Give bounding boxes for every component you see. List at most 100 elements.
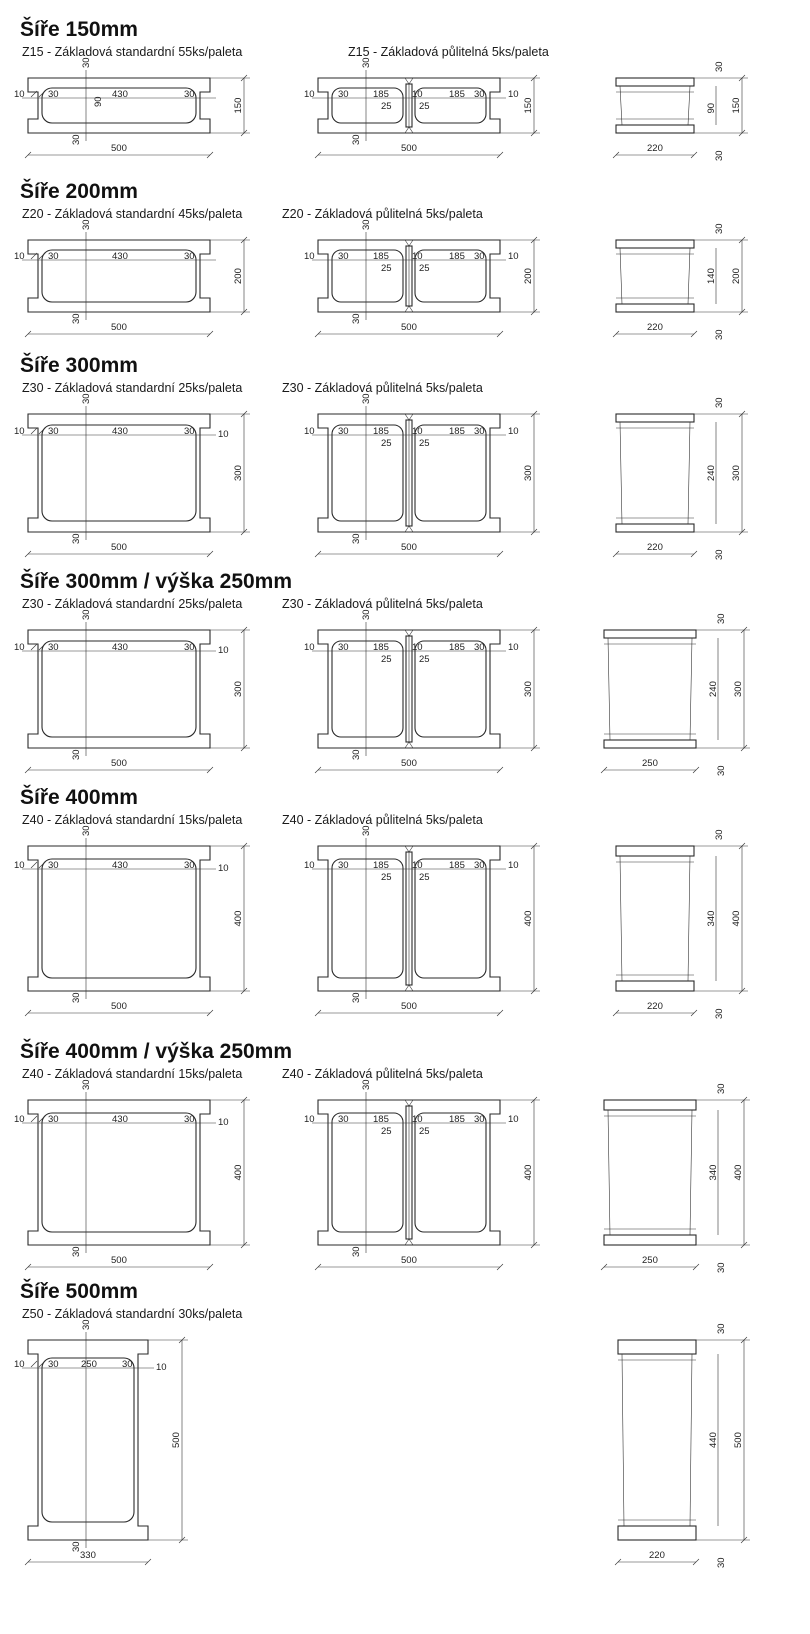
dim-side-flange-bottom: 30	[714, 549, 725, 560]
dim-half-cavity-right: 185	[449, 860, 465, 871]
caption-half: Z40 - Základová půlitelná 5ks/paleta	[282, 813, 483, 827]
block-cavity	[331, 87, 404, 124]
dimension-tick	[38, 1115, 46, 1123]
dim-side-cavity: 340	[706, 911, 717, 927]
dimension-tick	[24, 550, 32, 558]
dimension-tick	[496, 766, 504, 774]
side-web-edges	[619, 85, 691, 126]
dim-height: 400	[523, 1165, 534, 1181]
dim-side-right: 10	[508, 89, 519, 100]
side-web-edges	[619, 421, 691, 525]
caption-half: Z40 - Základová půlitelná 5ks/paleta	[282, 1067, 483, 1081]
dim-web-top: 30	[361, 393, 372, 404]
dim-cavity-inset-left: 30	[48, 89, 59, 100]
dim-height: 400	[523, 911, 534, 927]
dimension-tick	[496, 1009, 504, 1017]
dimension-tick	[38, 1360, 46, 1368]
dim-half-cavity-left: 185	[373, 1114, 389, 1125]
dimension-tick	[690, 330, 698, 338]
dim-cavity-inset-right: 30	[184, 1114, 195, 1125]
dim-cavity-inset-right: 30	[474, 1114, 485, 1125]
dim-side-flange-bottom: 30	[716, 1262, 727, 1273]
dim-half-split-right: 25	[419, 263, 430, 274]
dim-side-flange-top: 30	[716, 1083, 727, 1094]
dimension-tick	[314, 1009, 322, 1017]
dim-cavity-inset-left: 30	[48, 860, 59, 871]
dim-cavity-length: 430	[112, 1114, 128, 1125]
dim-cavity-inset-right: 30	[474, 89, 485, 100]
dim-cavity-inset-right: 30	[184, 642, 195, 653]
dim-height: 150	[523, 98, 534, 114]
dim-web-bottom: 30	[71, 1541, 82, 1552]
block-cavity	[414, 640, 487, 738]
caption-standard: Z30 - Základová standardní 25ks/paleta	[22, 597, 242, 611]
side-flange-top	[615, 77, 695, 87]
dim-cavity-length: 430	[112, 642, 128, 653]
dimension-tick	[206, 330, 214, 338]
dim-length: 500	[111, 542, 127, 553]
dim-cavity-inset-left: 30	[338, 426, 349, 437]
dimension-tick	[38, 427, 46, 435]
dim-side-width: 220	[647, 322, 663, 333]
dimension-tick	[314, 330, 322, 338]
dim-web-bottom: 30	[351, 313, 362, 324]
dim-cavity-inset-right: 30	[184, 426, 195, 437]
dim-side-flange-top: 30	[714, 397, 725, 408]
dim-side-height: 300	[733, 681, 744, 697]
dim-length: 500	[401, 1255, 417, 1266]
dim-cavity-inset-right: 30	[184, 89, 195, 100]
dim-length: 500	[401, 1001, 417, 1012]
dim-side-cavity: 340	[708, 1165, 719, 1181]
dim-cavity-inset-left: 30	[338, 1114, 349, 1125]
side-flange-bottom	[603, 1234, 697, 1246]
dimension-tick	[690, 1009, 698, 1017]
dim-side-flange-top: 30	[714, 829, 725, 840]
dim-side-left: 10	[304, 426, 315, 437]
dim-side-cavity: 240	[706, 465, 717, 481]
dimension-tick	[24, 151, 32, 159]
dim-side-width: 220	[647, 542, 663, 553]
dim-cavity-inset-right: 30	[122, 1359, 133, 1370]
dim-half-split-left: 25	[381, 438, 392, 449]
dim-half-cavity-right: 185	[449, 426, 465, 437]
dim-height: 300	[523, 681, 534, 697]
dimension-tick	[24, 1009, 32, 1017]
block-cavity	[414, 249, 487, 303]
dim-side-right: 10	[218, 863, 229, 874]
dim-cavity-length: 430	[112, 89, 128, 100]
block-cavity	[331, 1112, 404, 1233]
dim-length: 500	[401, 322, 417, 333]
dim-web-top: 30	[81, 1079, 92, 1090]
block-cavity	[414, 1112, 487, 1233]
dim-side-flange-top: 30	[714, 61, 725, 72]
dim-side-flange-bottom: 30	[714, 1008, 725, 1019]
dim-side-cavity: 140	[706, 268, 717, 284]
dimension-tick	[496, 330, 504, 338]
dim-half-split-right: 25	[419, 438, 430, 449]
section-title: Šíře 300mm / výška 250mm	[20, 569, 292, 593]
dimension-tick	[314, 1263, 322, 1271]
dimension-tick	[206, 766, 214, 774]
dim-side-left: 10	[14, 1359, 25, 1370]
dimension-tick	[30, 861, 38, 869]
dim-side-right: 10	[508, 251, 519, 262]
dim-half-joint: 10	[412, 251, 423, 262]
block-cavity	[331, 249, 404, 303]
dimension-tick	[30, 252, 38, 260]
side-flange-top	[615, 845, 695, 857]
dimension-tick	[38, 643, 46, 651]
caption-half: Z20 - Základová půlitelná 5ks/paleta	[282, 207, 483, 221]
dim-cavity-inset-right: 30	[474, 860, 485, 871]
dim-side-left: 10	[304, 251, 315, 262]
dim-side-cavity: 90	[706, 103, 717, 114]
dim-side-right: 10	[508, 1114, 519, 1125]
dim-length: 330	[80, 1550, 96, 1561]
dim-side-height: 150	[731, 98, 742, 114]
dim-length: 500	[111, 322, 127, 333]
side-web-edges	[619, 855, 691, 982]
dim-side-right: 10	[508, 426, 519, 437]
dim-side-height: 400	[733, 1165, 744, 1181]
dim-cavity-height: 90	[93, 96, 104, 107]
dim-side-height: 200	[731, 268, 742, 284]
